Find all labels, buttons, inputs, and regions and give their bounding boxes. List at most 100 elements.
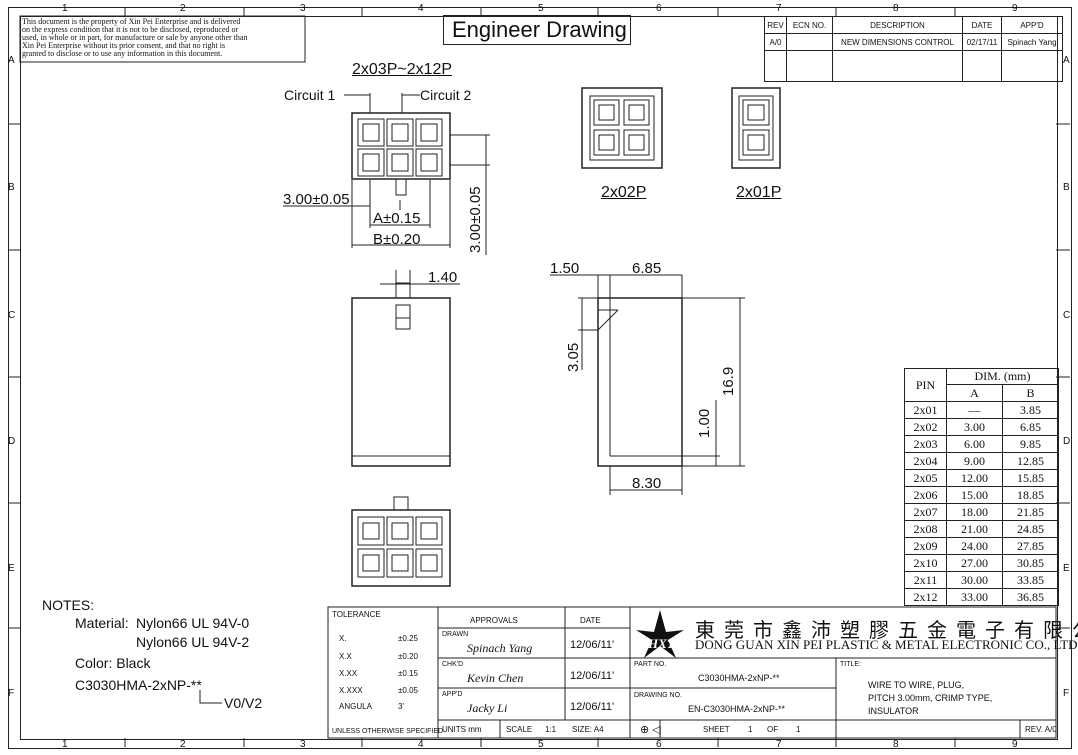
col-label: 7 xyxy=(776,3,782,14)
dim-b-cell: 6.85 xyxy=(1002,418,1059,436)
revision-value: REV. A/0 xyxy=(1025,725,1057,734)
dim-a-cell: 6.00 xyxy=(946,435,1003,453)
company-name-en: DONG GUAN XIN PEI PLASTIC & METAL ELECTR… xyxy=(695,637,1078,652)
dim-table-row: 2x01—3.85 xyxy=(904,401,1059,419)
projection-icon: ⊕ ◁ xyxy=(640,724,661,736)
row-label: E xyxy=(1063,563,1070,574)
sheet-value: 1 xyxy=(748,725,753,734)
dim-b-cell: 30.85 xyxy=(1002,554,1059,572)
dim-a-cell: 9.00 xyxy=(946,452,1003,470)
of-label: OF xyxy=(767,725,779,734)
drawn-date: 12/06/11' xyxy=(570,639,615,651)
scale-label: SCALE xyxy=(506,725,533,734)
range-label: 2x03P~2x12P xyxy=(352,61,453,78)
row-label: A xyxy=(1063,55,1070,66)
row-label: C xyxy=(1063,310,1071,321)
notice-line: Xin Pei Enterprise without its prior con… xyxy=(22,41,226,50)
color-note: Color: Black xyxy=(75,655,151,671)
chkd-label: CHK'D xyxy=(442,661,464,668)
dim-b-cell: 24.85 xyxy=(1002,520,1059,538)
tol-key: ANGULA xyxy=(339,702,372,711)
row-label: D xyxy=(1063,436,1071,447)
material-2: Nylon66 UL 94V-2 xyxy=(136,634,250,650)
material-1: Nylon66 UL 94V-0 xyxy=(136,615,250,631)
dim-b-cell: 12.85 xyxy=(1002,452,1059,470)
tol-key: X.XXX xyxy=(339,686,363,695)
company-name-cn: 東 莞 市 鑫 沛 塑 膠 五 金 電 子 有 限 公 司 xyxy=(695,620,1078,642)
dim-pitch-horizontal: 3.00±0.05 xyxy=(283,191,350,208)
pin-cell: 2x03 xyxy=(904,435,947,453)
pin-cell: 2x05 xyxy=(904,469,947,487)
col-a-header: A xyxy=(946,384,1003,402)
notice-line: used, in whole or in part, for manufactu… xyxy=(22,33,248,42)
ecn-value xyxy=(786,33,833,51)
dim-a-cell: 24.00 xyxy=(946,537,1003,555)
row-label: A xyxy=(8,55,15,66)
units: UNITS mm xyxy=(442,725,482,734)
pin-cell: 2x02 xyxy=(904,418,947,436)
dim-a-cell: 21.00 xyxy=(946,520,1003,538)
sheet-label: SHEET xyxy=(703,725,730,734)
title-line: PITCH 3.00mm, CRIMP TYPE, xyxy=(868,693,993,703)
dim-1-00: 1.00 xyxy=(696,408,713,438)
notice-line: on the express condition that it is not … xyxy=(22,25,239,34)
date-header: DATE xyxy=(962,16,1002,34)
row-label: E xyxy=(8,563,15,574)
revision-table: REV ECN NO. DESCRIPTION DATE APP'D A/0 N… xyxy=(764,16,1063,82)
dim-a-cell: 15.00 xyxy=(946,486,1003,504)
dim-3-05: 3.05 xyxy=(565,342,582,372)
title-line: WIRE TO WIRE, PLUG, xyxy=(868,680,965,690)
dim-b-cell: 9.85 xyxy=(1002,435,1059,453)
drawing-title-box xyxy=(443,15,631,45)
circuit-1-label: Circuit 1 xyxy=(284,87,336,103)
col-label: 8 xyxy=(893,3,899,14)
col-label: 1 xyxy=(62,3,68,14)
dim-a-cell: 3.00 xyxy=(946,418,1003,436)
description-value: NEW DIMENSIONS CONTROL xyxy=(832,33,963,51)
notice-line: This document is the property of Xin Pei… xyxy=(22,17,241,26)
col-label: 4 xyxy=(418,739,424,750)
dim-1-50: 1.50 xyxy=(550,260,580,277)
rev-value: A/0 xyxy=(764,33,787,51)
notes-title: NOTES: xyxy=(42,597,95,613)
row-label: F xyxy=(8,688,15,699)
appd-header: APP'D xyxy=(1001,16,1063,34)
col-label: 5 xyxy=(538,739,544,750)
date-value: 02/17/11 xyxy=(962,33,1002,51)
dim-b-cell: 21.85 xyxy=(1002,503,1059,521)
tolerance-label: TOLERANCE xyxy=(332,610,381,619)
dim-b-cell: 33.85 xyxy=(1002,571,1059,589)
circuit-2-label: Circuit 2 xyxy=(420,87,472,103)
variant-note: V0/V2 xyxy=(224,695,263,711)
ecn-header: ECN NO. xyxy=(786,16,833,34)
dim-b-cell: 15.85 xyxy=(1002,469,1059,487)
col-b-header: B xyxy=(1002,384,1059,402)
tol-key: X.XX xyxy=(339,669,358,678)
title-label: TITLE: xyxy=(840,661,862,668)
row-label: C xyxy=(8,310,16,321)
pin-cell: 2x07 xyxy=(904,503,947,521)
dim-header: DIM. (mm) xyxy=(946,368,1059,385)
dim-a-cell: 12.00 xyxy=(946,469,1003,487)
appd-label: APP'D xyxy=(442,691,463,698)
rev-header: REV xyxy=(764,16,787,34)
drawing-title: Engineer Drawing xyxy=(452,17,627,42)
dim-b-cell: 3.85 xyxy=(1002,401,1059,419)
dim-1-40: 1.40 xyxy=(428,269,458,286)
dim-8-30: 8.30 xyxy=(632,475,662,492)
row-label: D xyxy=(8,436,16,447)
drawn-label: DRAWN xyxy=(442,631,469,638)
row-label: F xyxy=(1063,688,1070,699)
of-value: 1 xyxy=(796,725,801,734)
appd-name: Jacky Li xyxy=(467,701,508,715)
col-label: 2 xyxy=(180,739,186,750)
tol-val: ±0.25 xyxy=(398,634,418,643)
col-label: 3 xyxy=(300,739,306,750)
row-label: B xyxy=(1063,182,1070,193)
